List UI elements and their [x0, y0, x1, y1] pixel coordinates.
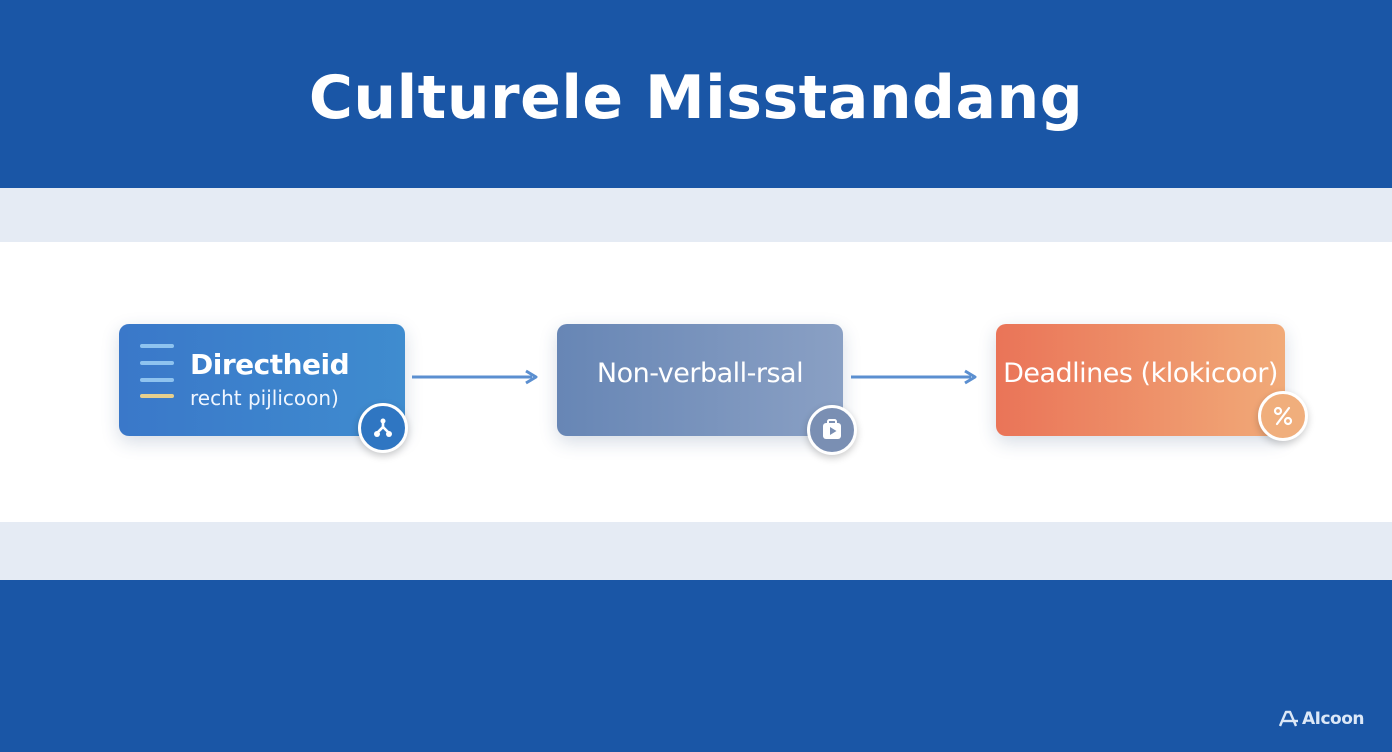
logo-text: AIcoon — [1302, 709, 1365, 729]
step-deadlines: Deadlines (klokicoor) — [996, 324, 1285, 436]
step-label: Deadlines (klokicoor) — [1003, 358, 1278, 389]
page-title: Culturele Misstandang — [308, 63, 1084, 133]
arrow-right-icon — [851, 369, 977, 385]
logo-icon — [1278, 710, 1298, 727]
brand-logo: AIcoon — [1278, 706, 1365, 732]
arrow-right-icon — [412, 369, 538, 385]
header-band — [0, 0, 1392, 192]
footer-band — [0, 580, 1392, 752]
step-sublabel: recht pijlicoon) — [190, 386, 339, 410]
step-label: Directheid — [190, 348, 350, 381]
step-directheid: Directheid recht pijlicoon) — [119, 324, 405, 436]
percent-icon — [1258, 391, 1308, 441]
network-icon — [358, 403, 408, 453]
step-label: Non-verball-rsal — [596, 358, 804, 389]
step-non-verbaal: Non-verball-rsal — [557, 324, 843, 436]
play-icon — [807, 405, 857, 455]
list-lines-icon — [140, 344, 174, 400]
